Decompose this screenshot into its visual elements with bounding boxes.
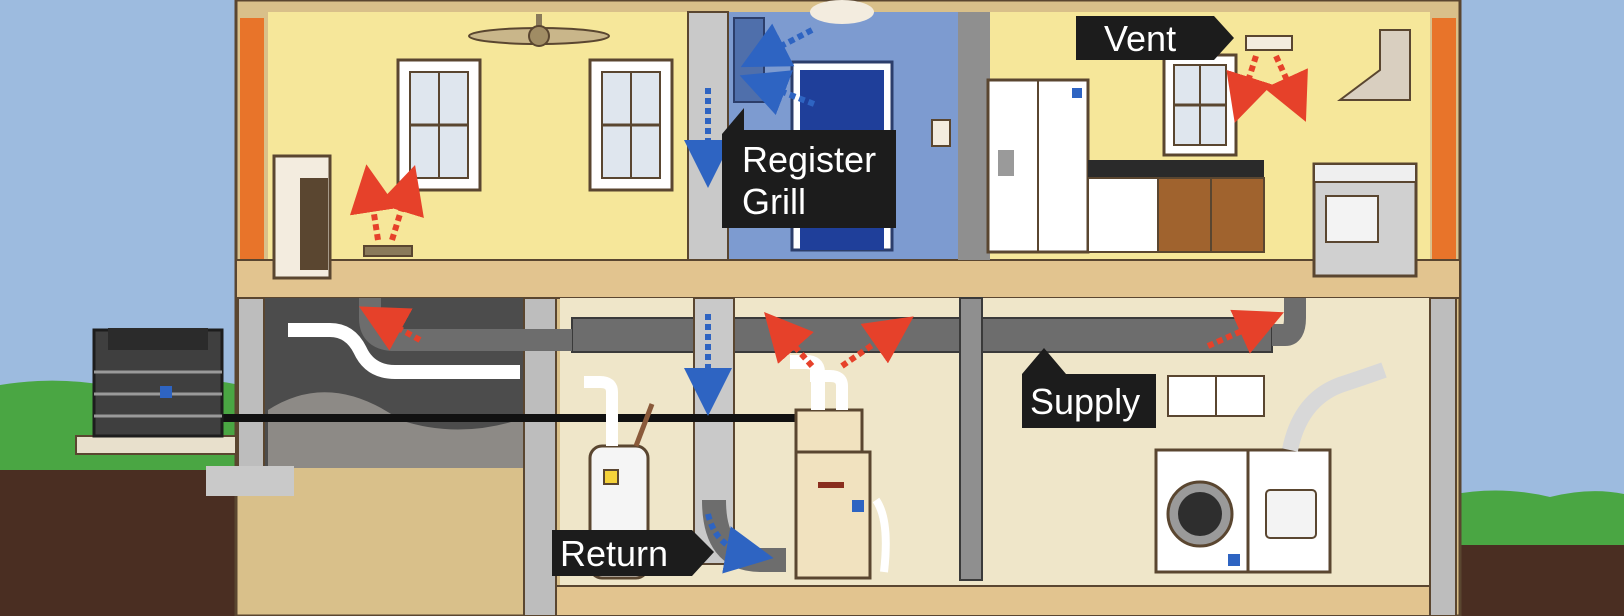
concrete-pad xyxy=(206,466,294,496)
ceiling-light-icon xyxy=(810,0,874,24)
foundation-outer-left xyxy=(237,297,265,469)
washer-icon xyxy=(1154,448,1250,574)
register-grill-icon xyxy=(733,17,765,103)
vent-callout: Vent xyxy=(1076,16,1234,60)
fireplace-icon xyxy=(272,154,332,280)
register-grill-label-line2: Grill xyxy=(742,181,806,222)
vapor-barrier xyxy=(268,392,524,468)
kitchen-counter-icon xyxy=(1087,160,1265,253)
ceiling-vent-icon xyxy=(1245,35,1293,51)
dryer-vent-hose xyxy=(1282,362,1387,452)
range-hood-icon xyxy=(1337,29,1411,101)
outdoor-ac-unit-icon xyxy=(75,328,237,455)
warm-airflow-arrow xyxy=(349,164,398,241)
warm-airflow-arrow xyxy=(1264,54,1308,122)
soil-right xyxy=(1440,545,1624,616)
supply-duct-right xyxy=(1272,298,1306,346)
dryer-icon xyxy=(1246,448,1332,574)
partition-kitchen xyxy=(958,12,990,260)
warm-airflow-arrow xyxy=(1226,55,1273,123)
warm-airflow-arrow xyxy=(764,312,815,368)
register-grill-callout: Register Grill xyxy=(722,108,896,228)
floor-register-icon xyxy=(363,245,413,257)
light-switch-icon xyxy=(931,119,951,147)
insulation-left xyxy=(240,18,264,276)
electrical-panel-icon xyxy=(1167,375,1265,417)
return-label: Return xyxy=(560,533,668,574)
supply-label: Supply xyxy=(1030,381,1140,422)
window-right-icon xyxy=(588,58,674,192)
duct-chase-upper xyxy=(687,11,729,261)
register-grill-label-line1: Register xyxy=(742,139,876,180)
basement-floor xyxy=(555,585,1435,616)
upper-floor xyxy=(235,259,1461,299)
insulation-right xyxy=(1432,18,1456,276)
supply-callout: Supply xyxy=(1022,348,1156,428)
support-column xyxy=(959,297,983,581)
stove-icon xyxy=(1312,162,1418,278)
cool-airflow-arrow xyxy=(705,513,774,574)
window-kitchen-icon xyxy=(1162,53,1238,157)
return-callout: Return xyxy=(552,530,714,576)
warm-airflow-arrow xyxy=(378,165,424,241)
foundation-right xyxy=(1429,297,1457,616)
vent-label: Vent xyxy=(1104,18,1176,59)
warm-airflow-arrow xyxy=(358,306,422,351)
grass-right xyxy=(1450,490,1624,560)
ceiling-fan-icon xyxy=(468,14,610,47)
warm-airflow-arrow xyxy=(840,316,914,369)
window-left-icon xyxy=(396,58,482,192)
supply-duct-trunk xyxy=(571,317,1273,353)
refrigerator-icon xyxy=(986,78,1090,254)
